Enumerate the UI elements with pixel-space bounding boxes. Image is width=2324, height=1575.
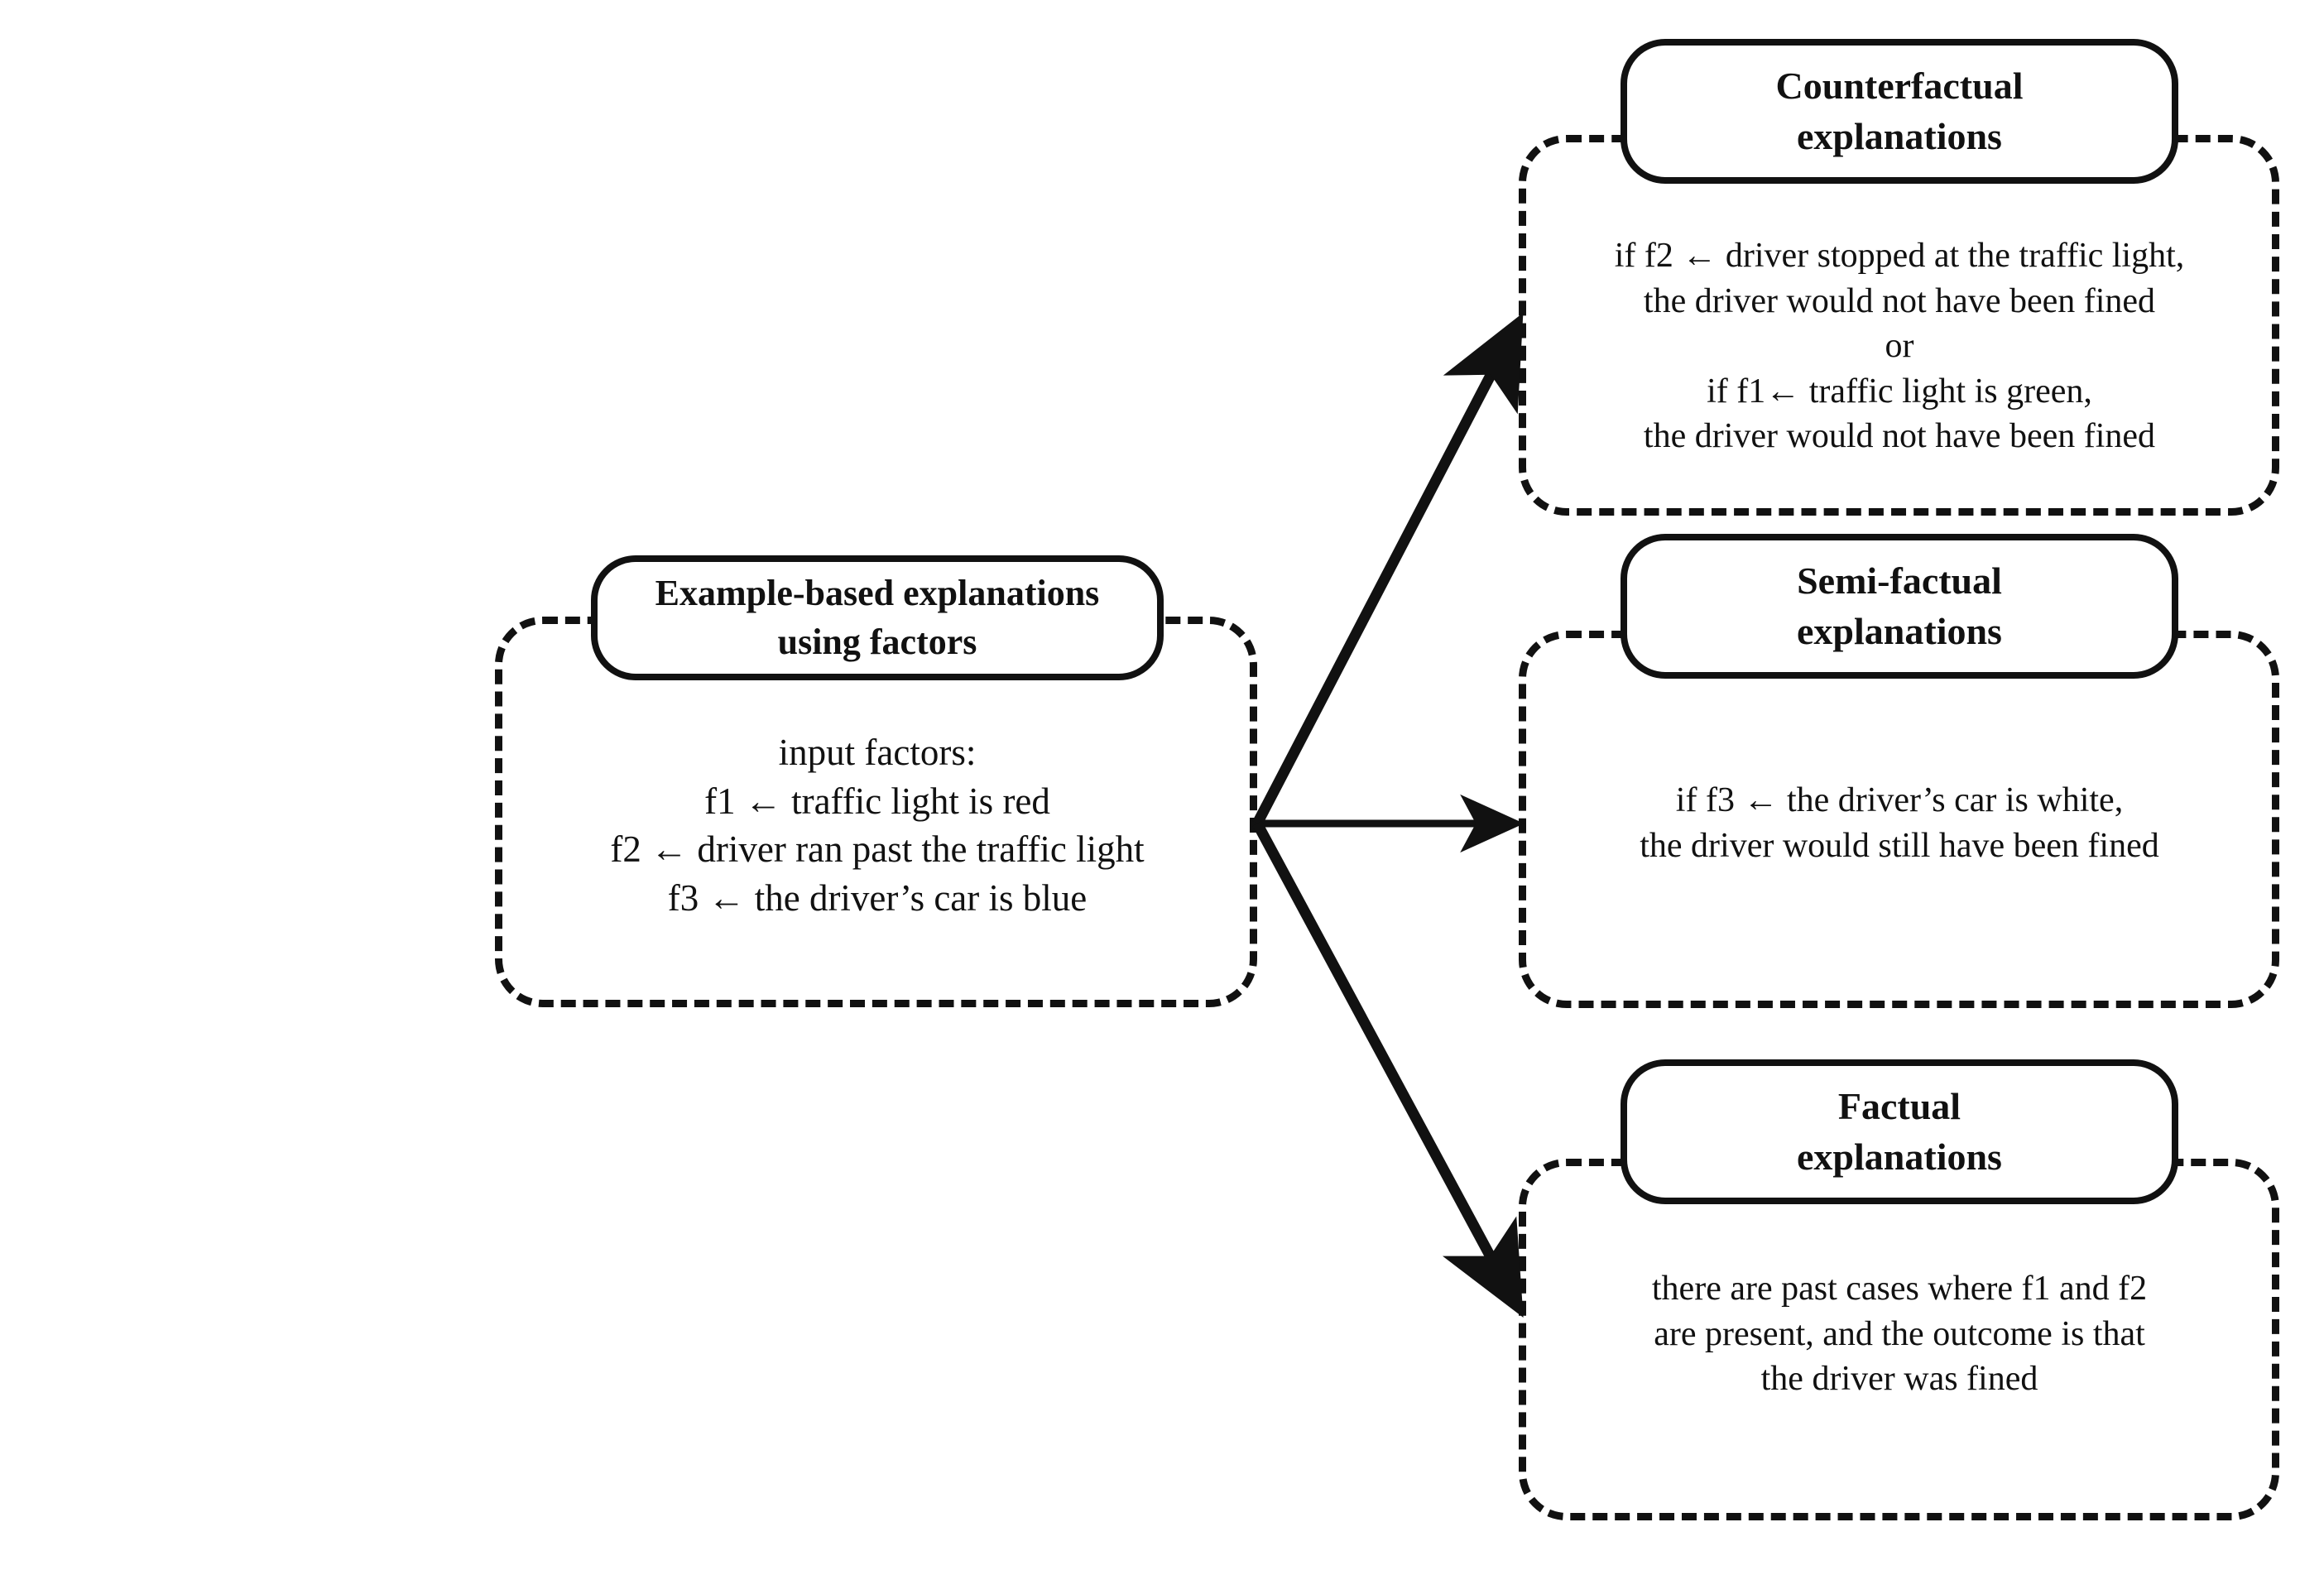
- factual-line-3: the driver was fined: [1760, 1360, 2038, 1399]
- counterfactual-explanations-body: if f2 ← driver stopped at the traffic li…: [1531, 233, 2268, 459]
- factual-line-2: are present, and the outcome is that: [1654, 1314, 2145, 1353]
- arrow-to-factual: [1252, 820, 1524, 1318]
- factor-f1: f1 ← traffic light is red: [704, 780, 1050, 822]
- counterfactual-line-2: the driver would not have been fined: [1643, 281, 2156, 320]
- semi-factual-explanations-header: Semi-factual explanations: [1621, 534, 2178, 679]
- semifactual-line-2: the driver would still have been fined: [1640, 826, 2159, 865]
- factor-f2: f2 ← driver ran past the traffic light: [610, 828, 1145, 870]
- counterfactual-line-4: if f1← traffic light is green,: [1707, 372, 2092, 411]
- example-based-explanations-header: Example-based explanations using factors: [591, 555, 1164, 680]
- example-based-explanations-body: input factors: f1 ← traffic light is red…: [530, 728, 1225, 922]
- factual-header-line-2: explanations: [1797, 1135, 2002, 1178]
- counterfactual-header-line-2: explanations: [1797, 114, 2002, 157]
- counterfactual-line-5: the driver would not have been fined: [1643, 417, 2156, 456]
- semifactual-header-line-2: explanations: [1797, 609, 2002, 652]
- counterfactual-header-line-1: Counterfactual: [1775, 64, 2024, 107]
- input-factors-label: input factors:: [778, 732, 977, 773]
- arrow-to-counterfactual: [1252, 312, 1524, 827]
- semifactual-line-1: if f3 ← the driver’s car is white,: [1675, 781, 2124, 819]
- factor-f3: f3 ← the driver’s car is blue: [667, 876, 1088, 919]
- counterfactual-line-1: if f2 ← driver stopped at the traffic li…: [1614, 237, 2185, 275]
- counterfactual-explanations-header: Counterfactual explanations: [1621, 39, 2178, 184]
- example-header-line-2: using factors: [777, 621, 977, 662]
- factual-line-1: there are past cases where f1 and f2: [1651, 1270, 2148, 1308]
- semifactual-header-line-1: Semi-factual: [1797, 559, 2002, 602]
- factual-header-line-1: Factual: [1837, 1084, 1961, 1127]
- factual-explanations-body: there are past cases where f1 and f2 are…: [1531, 1266, 2268, 1402]
- counterfactual-line-3: or: [1885, 327, 1914, 366]
- semi-factual-explanations-body: if f3 ← the driver’s car is white, the d…: [1531, 778, 2268, 868]
- example-header-line-1: Example-based explanations: [655, 573, 1100, 614]
- factual-explanations-header: Factual explanations: [1621, 1059, 2178, 1204]
